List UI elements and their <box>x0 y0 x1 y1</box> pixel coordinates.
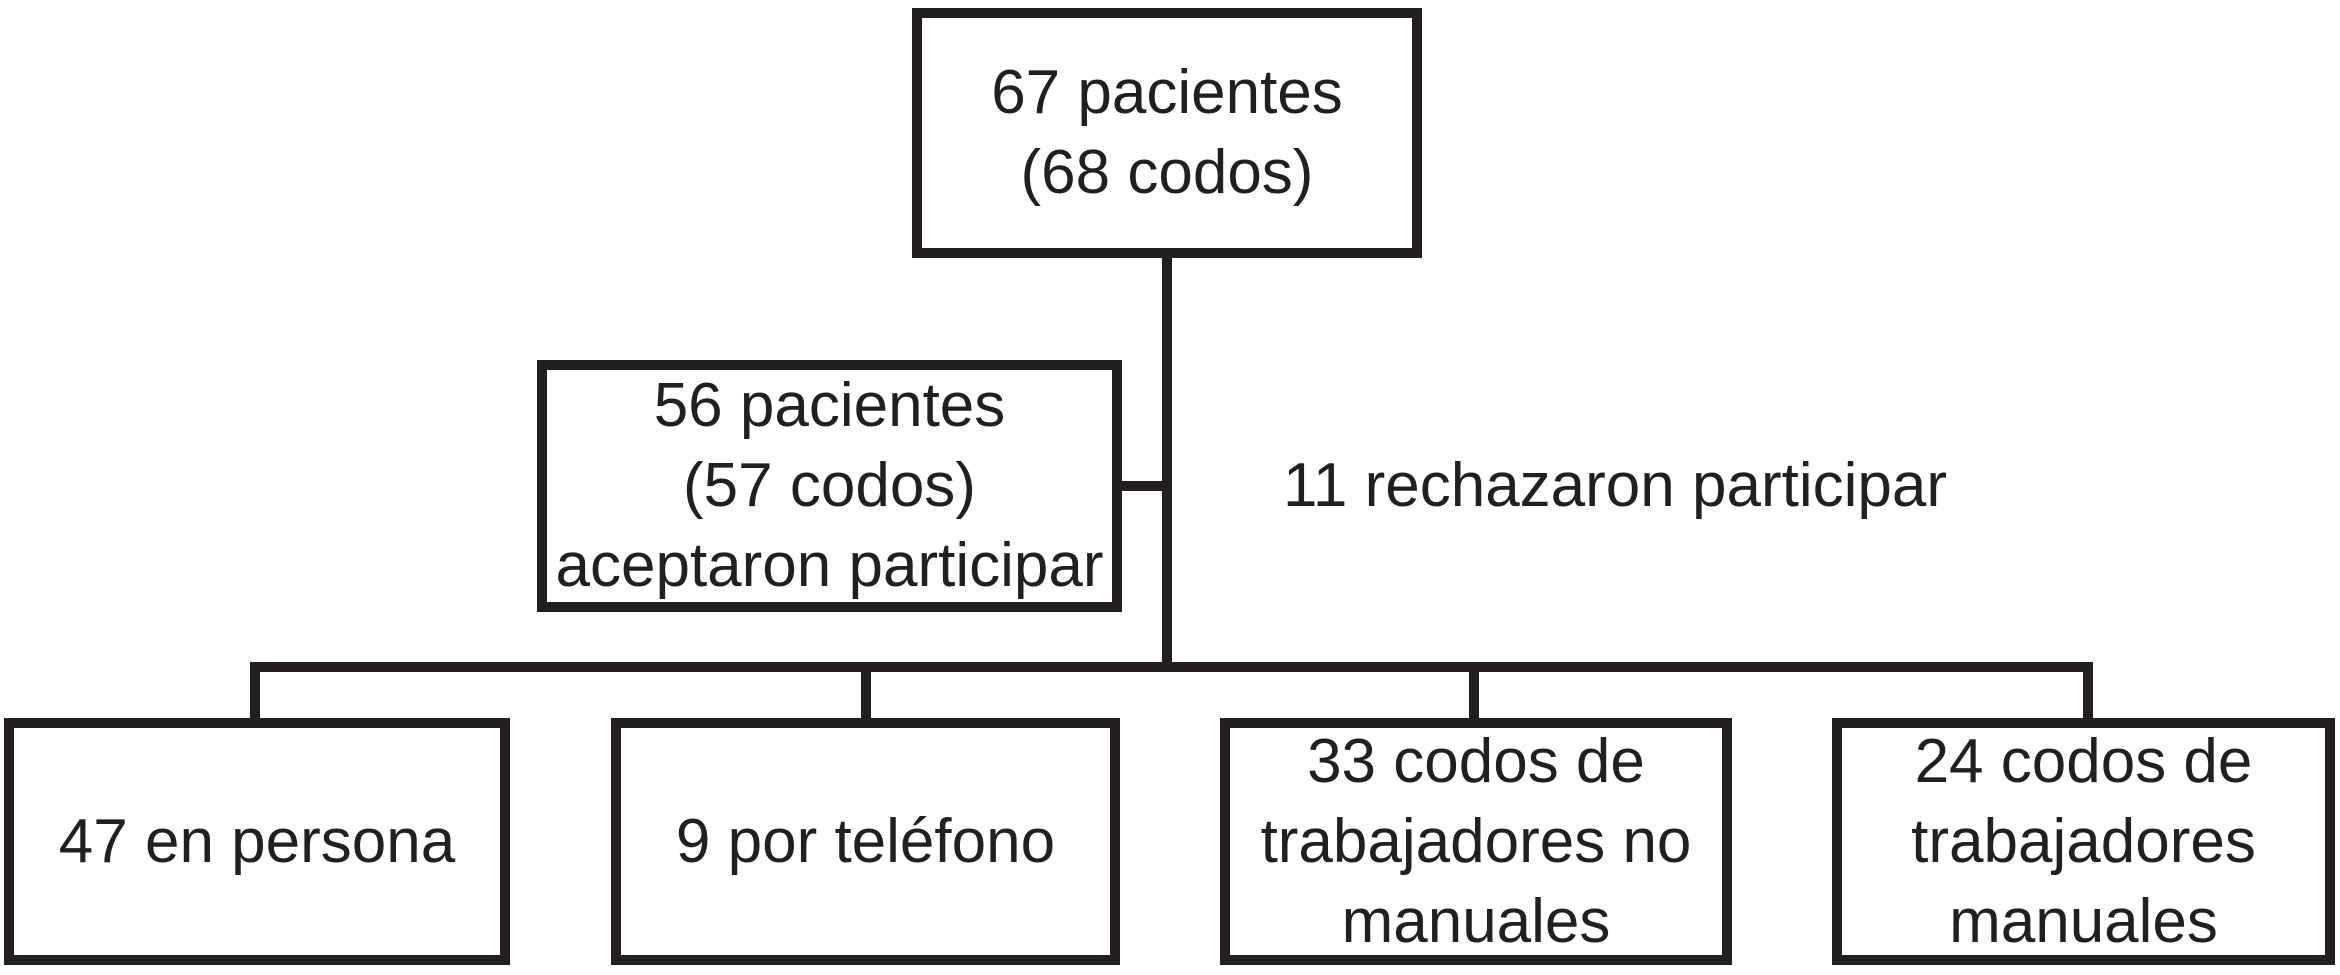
node-non-manual-line-2: trabajadores no <box>1260 806 1692 876</box>
node-manual-line-3: manuales <box>1949 886 2218 956</box>
node-manual-line-1: 24 codos de <box>1914 726 2253 796</box>
node-total-patients: 67 pacientes (68 codos) <box>912 8 1422 258</box>
connector-stub-non-manual <box>1469 666 1479 718</box>
connector-total-to-branch <box>1162 256 1172 668</box>
node-accepted-line-3: aceptaron participar <box>555 531 1104 600</box>
node-by-phone: 9 por teléfono <box>611 718 1120 965</box>
connector-stub-manual <box>2083 666 2093 718</box>
label-rejected-participants: 11 rechazaron participar <box>1283 451 1947 520</box>
node-by-phone-line-1: 9 por teléfono <box>675 806 1056 876</box>
connector-stub-in-person <box>250 666 260 718</box>
node-accepted-line-2: (57 codos) <box>683 451 976 520</box>
node-manual-line-2: trabajadores <box>1911 806 2256 876</box>
node-accepted-patients: 56 pacientes (57 codos) aceptaron partic… <box>537 360 1122 612</box>
node-total-line-1: 67 pacientes <box>991 58 1343 127</box>
connector-stub-by-phone <box>861 666 871 718</box>
node-in-person-line-1: 47 en persona <box>58 806 456 876</box>
connector-branch-horizontal <box>250 662 2093 672</box>
node-total-line-2: (68 codos) <box>1020 138 1314 207</box>
node-non-manual-line-3: manuales <box>1341 886 1611 956</box>
connector-accepted-to-main <box>1122 481 1167 491</box>
node-manual-workers: 24 codos de trabajadores manuales <box>1832 718 2335 965</box>
node-non-manual-workers: 33 codos de trabajadores no manuales <box>1220 718 1732 965</box>
node-in-person: 47 en persona <box>4 718 510 965</box>
node-non-manual-line-1: 33 codos de <box>1307 726 1645 796</box>
node-accepted-line-1: 56 pacientes <box>653 371 1006 440</box>
